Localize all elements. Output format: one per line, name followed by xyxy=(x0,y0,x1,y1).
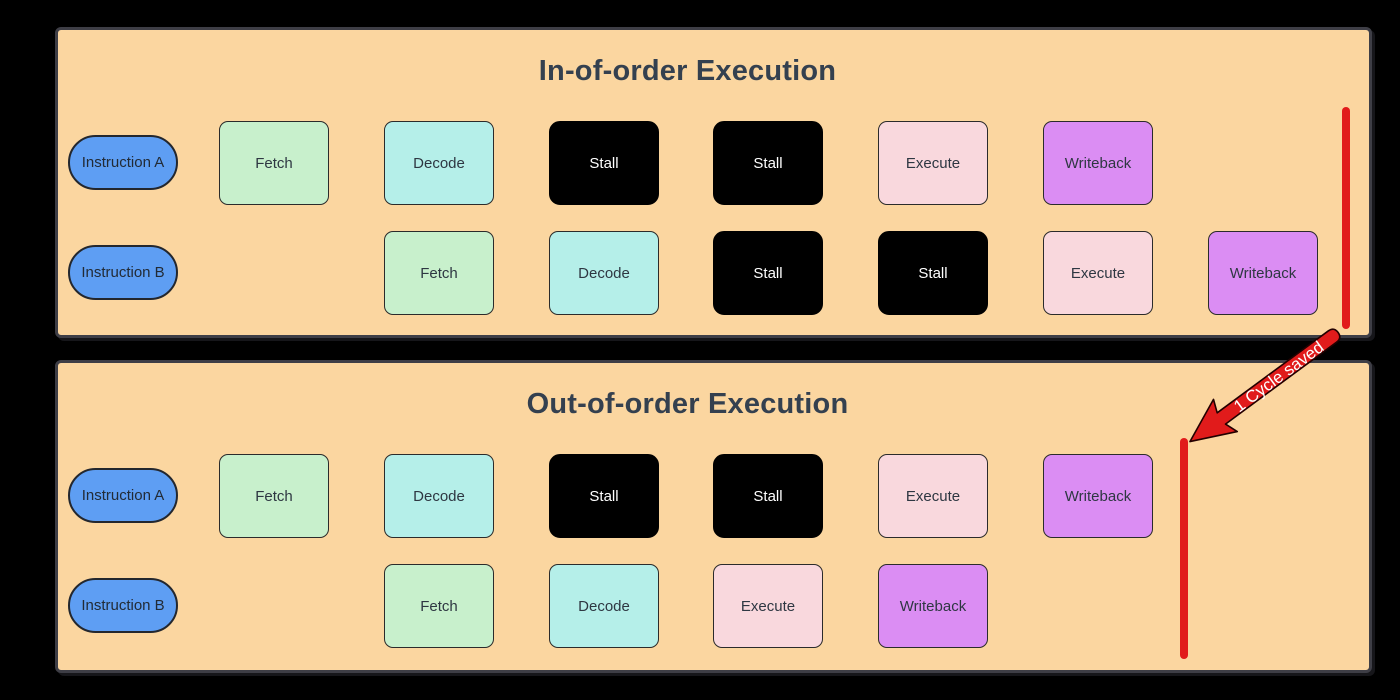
stage-stall: Stall xyxy=(878,231,988,315)
instruction-a-pill: Instruction A xyxy=(68,468,178,523)
stage-decode: Decode xyxy=(549,564,659,648)
stage-fetch: Fetch xyxy=(384,231,494,315)
stage-stall: Stall xyxy=(713,231,823,315)
out-of-order-panel: Out-of-order Execution Instruction A Fet… xyxy=(55,360,1372,673)
stage-decode: Decode xyxy=(549,231,659,315)
stage-fetch: Fetch xyxy=(219,454,329,538)
instruction-b-pill: Instruction B xyxy=(68,245,178,300)
cycle-end-marker-inorder xyxy=(1342,107,1350,329)
stage-decode: Decode xyxy=(384,454,494,538)
stage-writeback: Writeback xyxy=(878,564,988,648)
stage-stall: Stall xyxy=(549,121,659,205)
in-order-panel-title: In-of-order Execution xyxy=(538,55,837,87)
stage-writeback: Writeback xyxy=(1208,231,1318,315)
out-of-order-panel-title: Out-of-order Execution xyxy=(526,388,849,420)
stage-execute: Execute xyxy=(878,454,988,538)
stage-writeback: Writeback xyxy=(1043,121,1153,205)
in-order-panel: In-of-order Execution Instruction A Fetc… xyxy=(55,27,1372,338)
stage-fetch: Fetch xyxy=(219,121,329,205)
stage-decode: Decode xyxy=(384,121,494,205)
stage-execute: Execute xyxy=(713,564,823,648)
stage-fetch: Fetch xyxy=(384,564,494,648)
stage-execute: Execute xyxy=(878,121,988,205)
instruction-a-pill: Instruction A xyxy=(68,135,178,190)
stage-stall: Stall xyxy=(713,454,823,538)
instruction-b-pill: Instruction B xyxy=(68,578,178,633)
stage-stall: Stall xyxy=(713,121,823,205)
stage-stall: Stall xyxy=(549,454,659,538)
stage-execute: Execute xyxy=(1043,231,1153,315)
cycle-end-marker-outoforder xyxy=(1180,438,1188,659)
stage-writeback: Writeback xyxy=(1043,454,1153,538)
